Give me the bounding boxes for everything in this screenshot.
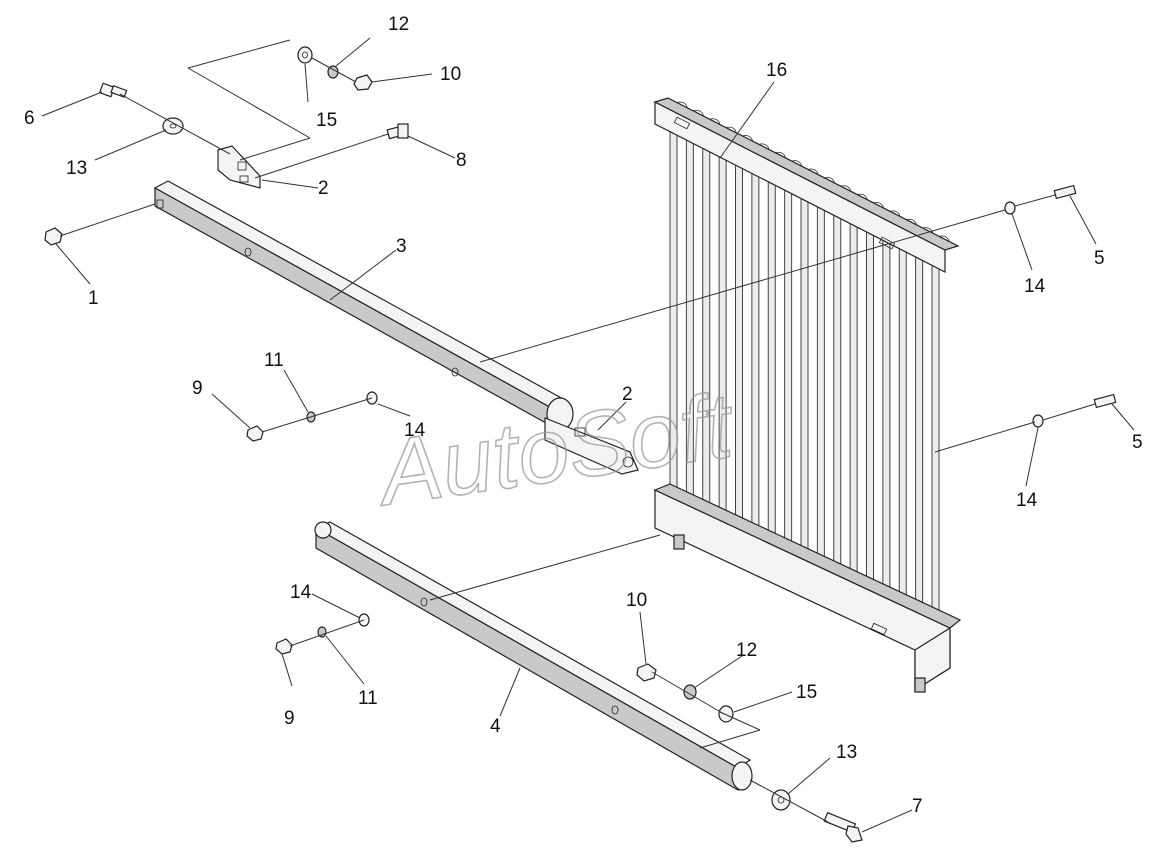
radiator-tube xyxy=(849,209,858,590)
callout-14-upper: 14 xyxy=(404,420,426,441)
callout-13-lower: 13 xyxy=(836,742,857,763)
radiator-core xyxy=(653,97,962,693)
callout-5-lower: 5 xyxy=(1132,432,1143,453)
callout-3: 3 xyxy=(396,236,407,257)
radiator-tube xyxy=(816,192,825,574)
callout-4: 4 xyxy=(490,716,501,737)
callout-15-upper: 15 xyxy=(316,110,337,131)
callout-10-lower: 10 xyxy=(626,590,647,611)
callout-10-upper: 10 xyxy=(440,64,461,85)
radiator-tube xyxy=(931,251,940,631)
radiator-tube xyxy=(915,243,924,623)
callout-1: 1 xyxy=(88,288,99,309)
callout-6: 6 xyxy=(24,108,35,129)
callout-9-lower: 9 xyxy=(284,708,295,729)
radiator-tube xyxy=(800,184,809,566)
callout-13-upper: 13 xyxy=(66,158,87,179)
callout-16: 16 xyxy=(766,60,787,81)
radiator-tube xyxy=(882,226,891,607)
callout-9-upper: 9 xyxy=(192,378,203,399)
radiator-tubes xyxy=(669,101,950,631)
callout-11-upper: 11 xyxy=(264,350,284,371)
radiator-tube xyxy=(767,167,776,550)
callout-14-right-upper: 14 xyxy=(1024,276,1046,297)
callout-2-lower: 2 xyxy=(622,384,633,405)
lower-brace-bar xyxy=(314,521,753,792)
leader-lines xyxy=(41,37,1135,833)
callout-2-upper: 2 xyxy=(318,178,329,199)
upper-brace-bar xyxy=(153,180,639,475)
callout-12-upper: 12 xyxy=(388,14,409,35)
callout-8: 8 xyxy=(456,150,467,171)
radiator-tube xyxy=(751,159,760,542)
radiator-tube xyxy=(866,218,874,598)
callout-12-lower: 12 xyxy=(736,640,757,661)
callout-11-lower: 11 xyxy=(358,688,378,709)
radiator-tube xyxy=(784,176,793,558)
callout-14-right-lower: 14 xyxy=(1016,490,1038,511)
callout-labels: 12 10 6 15 13 8 2 16 5 14 1 3 11 9 14 2 … xyxy=(24,14,1143,817)
callout-14-lower: 14 xyxy=(290,582,312,603)
bolt-6 xyxy=(98,82,128,98)
callout-5-upper: 5 xyxy=(1094,248,1105,269)
callout-15-lower: 15 xyxy=(796,682,817,703)
radiator-tube xyxy=(898,234,907,615)
callout-7: 7 xyxy=(912,796,923,817)
